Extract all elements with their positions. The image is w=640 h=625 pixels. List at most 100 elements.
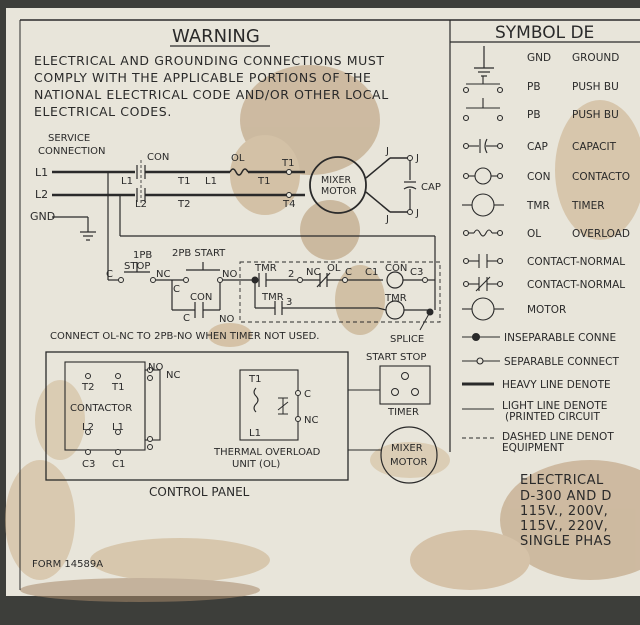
connection-note: CONNECT OL-NC TO 2PB-NO WHEN TIMER NOT U…	[50, 331, 320, 342]
term-label: T2	[177, 199, 190, 210]
symbol-code: TMR	[526, 200, 550, 212]
term-label: T4	[282, 199, 295, 210]
term-label: T1	[281, 158, 294, 169]
mixer-label: MIXER	[391, 443, 423, 454]
start-stop-label: START STOP	[366, 352, 426, 363]
term-label: C	[183, 313, 190, 324]
contactor-c1: C1	[112, 459, 125, 470]
form-number: FORM 14589A	[32, 559, 103, 570]
term-label: C1	[365, 267, 378, 278]
term-label: NO	[219, 314, 234, 325]
timer-icon	[462, 193, 504, 217]
term-label: T1	[257, 176, 270, 187]
contactor-l1: L1	[112, 422, 124, 433]
overload-icon	[462, 229, 504, 237]
symbol-desc: LIGHT LINE DENOTE	[502, 400, 607, 412]
term-label: C	[345, 267, 352, 278]
j-label: J	[415, 153, 419, 164]
inseparable-connection-icon	[462, 332, 500, 342]
symbol-code: GND	[527, 52, 551, 64]
tmr-coil-label: TMR	[384, 293, 407, 304]
term-label: L2	[135, 199, 147, 210]
symbol-desc: SEPARABLE CONNECT	[504, 356, 619, 368]
symbol-desc: INSEPARABLE CONNE	[504, 332, 616, 344]
symbol-desc: DASHED LINE DENOT	[502, 431, 614, 443]
push-button-nc-icon	[462, 76, 504, 94]
electrical-specs: ELECTRICAL D-300 AND D 115V., 200V, 115V…	[520, 473, 612, 549]
term-label: T1	[177, 176, 190, 187]
contactor-coil-icon	[462, 167, 504, 185]
symbol-desc: PUSH BU	[572, 81, 619, 93]
warning-line-1: ELECTRICAL AND GROUNDING CONNECTIONS MUS…	[34, 53, 385, 68]
symbol-desc: CAPACIT	[572, 141, 617, 153]
tmr-label: TMR	[254, 263, 277, 274]
symbol-desc: OVERLOAD	[572, 228, 630, 240]
service-label-2: CONNECTION	[38, 146, 106, 157]
symbol-code: CAP	[527, 141, 548, 153]
contactor-label: CONTACTOR	[70, 403, 132, 414]
mixer-motor-label-2: MOTOR	[321, 186, 357, 197]
pb-start-label: 2PB START	[172, 248, 226, 259]
electrical-line-5: SINGLE PHAS	[520, 534, 612, 549]
pb-stop-label: 1PB	[133, 250, 152, 261]
l2-label: L2	[35, 188, 48, 201]
control-panel-label: CONTROL PANEL	[149, 485, 250, 499]
term-label: L1	[121, 176, 133, 187]
water-stains	[5, 65, 640, 602]
contactor-t2: T2	[81, 382, 94, 393]
capacitor-icon	[462, 138, 504, 154]
electrical-line-1: ELECTRICAL	[520, 473, 604, 488]
symbol-code: PB	[527, 109, 541, 121]
symbol-desc: GROUND	[572, 52, 619, 64]
symbol-code: CON	[527, 171, 550, 183]
contact-no-icon	[462, 254, 504, 268]
schematic: SERVICE CONNECTION L1 L2 GND	[30, 133, 441, 345]
warning-line-2: COMPLY WITH THE APPLICABLE PORTIONS OF T…	[34, 70, 371, 85]
symbol-desc-2: EQUIPMENT	[502, 442, 565, 454]
ol-nc: NC	[304, 415, 318, 426]
symbol-desc: CONTACTO	[572, 171, 630, 183]
symbol-desc: HEAVY LINE DENOTE	[502, 379, 611, 391]
gnd-label: GND	[30, 210, 55, 223]
electrical-line-4: 115V., 220V,	[520, 519, 608, 534]
term-label: C	[173, 284, 180, 295]
ol-c: C	[304, 389, 311, 400]
symbol-code: PB	[527, 81, 541, 93]
timer-label: TIMER	[387, 407, 419, 418]
ol-t1: T1	[248, 374, 261, 385]
j-label: J	[385, 146, 389, 157]
electrical-line-3: 115V., 200V,	[520, 504, 608, 519]
symbol-desc: CONTACT-NORMAL	[527, 256, 625, 268]
term-label: NC	[156, 269, 170, 280]
l1-label: L1	[35, 166, 48, 179]
con-contact-label: CON	[190, 292, 212, 303]
term-label: 2	[288, 269, 294, 280]
warning-text: ELECTRICAL AND GROUNDING CONNECTIONS MUS…	[34, 53, 389, 119]
symbol-title: SYMBOL DE	[495, 23, 594, 43]
splice-label: SPLICE	[390, 334, 424, 345]
contactor-c3: C3	[82, 459, 95, 470]
term-label: C	[106, 269, 113, 280]
symbol-list: GND GROUND PB PUSH BU PB PUSH BU CAP CAP…	[462, 46, 630, 454]
tmr-label: TMR	[261, 292, 284, 303]
warning-line-3: NATIONAL ELECTRICAL CODE AND/OR OTHER LO…	[34, 87, 389, 102]
mixer-motor-label: MIXER	[321, 175, 352, 186]
electrical-line-2: D-300 AND D	[520, 489, 612, 504]
separable-connection-icon	[462, 357, 500, 365]
ol-label: OL	[231, 153, 245, 164]
warning-title: WARNING	[172, 26, 260, 47]
mixer-label-2: MOTOR	[390, 457, 427, 468]
term-label: 3	[286, 297, 292, 308]
symbol-desc-2: (PRINTED CIRCUIT	[505, 411, 600, 423]
term-label: NC	[306, 267, 320, 278]
ol-contact-label: OL	[327, 263, 341, 274]
contactor-l2: L2	[82, 422, 94, 433]
control-panel: T2 T1 CONTACTOR L2 L1 C3 C1 NO NC T1 L1 …	[45, 351, 438, 499]
symbol-code: MOTOR	[527, 304, 566, 316]
thermal-overload-label: THERMAL OVERLOAD	[213, 447, 321, 458]
pb-stop-label-2: STOP	[124, 261, 150, 272]
warning-line-4: ELECTRICAL CODES.	[34, 104, 172, 119]
ground-icon	[474, 46, 494, 77]
cap-label: CAP	[421, 182, 441, 193]
